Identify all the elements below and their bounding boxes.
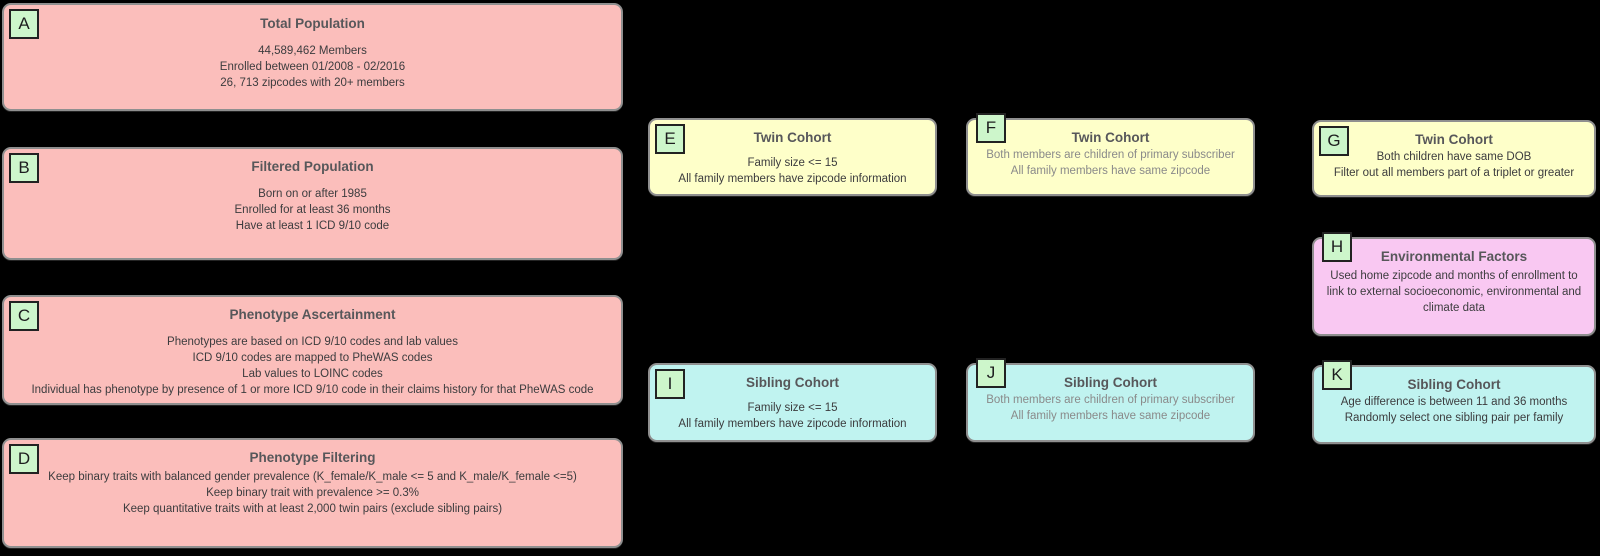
node-line: Filter out all members part of a triplet… bbox=[1333, 167, 1575, 179]
node-tag-i: I bbox=[655, 369, 685, 399]
node-tag-k: K bbox=[1322, 360, 1352, 390]
node-tag-h: H bbox=[1322, 232, 1352, 262]
node-line: Both members are children of primary sub… bbox=[986, 394, 1235, 406]
node-body: Both members are children of primary sub… bbox=[968, 147, 1253, 179]
node-title: Twin Cohort bbox=[1071, 130, 1150, 145]
node-line: Born on or after 1985 bbox=[258, 188, 367, 200]
node-tag-g: G bbox=[1319, 126, 1349, 156]
node-line: All family members have zipcode informat… bbox=[678, 173, 907, 185]
node-twin-cohort-2: F Twin Cohort Both members are children … bbox=[966, 113, 1255, 196]
node-line: Used home zipcode and months of enrollme… bbox=[1326, 270, 1582, 314]
node-tag-f: F bbox=[976, 113, 1006, 143]
node-line: Both children have same DOB bbox=[1376, 151, 1532, 163]
node-body: Born on or after 1985 Enrolled for at le… bbox=[4, 186, 621, 234]
node-tag-b: B bbox=[9, 153, 39, 183]
node-line: Both members are children of primary sub… bbox=[986, 149, 1235, 161]
node-tag-a: A bbox=[9, 9, 39, 39]
node-tag-j: J bbox=[976, 358, 1006, 388]
node-title: Twin Cohort bbox=[753, 130, 832, 145]
node-body: Both children have same DOB Filter out a… bbox=[1314, 149, 1594, 181]
node-title: Sibling Cohort bbox=[1407, 377, 1501, 392]
node-tag-d: D bbox=[9, 444, 39, 474]
node-filtered-population: B Filtered Population Born on or after 1… bbox=[2, 147, 623, 260]
node-line: All family members have same zipcode bbox=[1010, 165, 1211, 177]
node-line: Phenotypes are based on ICD 9/10 codes a… bbox=[167, 336, 458, 348]
node-body: Used home zipcode and months of enrollme… bbox=[1314, 268, 1594, 316]
node-line: Family size <= 15 bbox=[747, 157, 838, 169]
node-tag-c: C bbox=[9, 301, 39, 331]
node-line: ICD 9/10 codes are mapped to PheWAS code… bbox=[192, 352, 433, 364]
node-line: Have at least 1 ICD 9/10 code bbox=[235, 220, 390, 232]
node-title: Sibling Cohort bbox=[1064, 375, 1157, 390]
node-tag-e: E bbox=[655, 124, 685, 154]
node-twin-cohort-1: E Twin Cohort Family size <= 15 All fami… bbox=[648, 118, 937, 196]
node-sibling-cohort-2: J Sibling Cohort Both members are childr… bbox=[966, 358, 1255, 442]
node-body: Family size <= 15 All family members hav… bbox=[650, 400, 935, 432]
node-line: Keep binary traits with balanced gender … bbox=[48, 471, 577, 483]
node-body: Family size <= 15 All family members hav… bbox=[650, 155, 935, 187]
node-line: Keep quantitative traits with at least 2… bbox=[122, 503, 503, 515]
node-body: Phenotypes are based on ICD 9/10 codes a… bbox=[4, 334, 621, 398]
node-body: Age difference is between 11 and 36 mont… bbox=[1314, 394, 1594, 426]
node-line: Enrolled between 01/2008 - 02/2016 bbox=[219, 61, 406, 73]
node-title: Phenotype Ascertainment bbox=[229, 307, 396, 322]
node-body: 44,589,462 Members Enrolled between 01/2… bbox=[4, 43, 621, 91]
node-title: Total Population bbox=[260, 16, 365, 31]
node-body: Both members are children of primary sub… bbox=[968, 392, 1253, 424]
node-phenotype-filtering: D Phenotype Filtering Keep binary traits… bbox=[2, 438, 623, 548]
node-title: Phenotype Filtering bbox=[249, 450, 376, 465]
node-line: Enrolled for at least 36 months bbox=[234, 204, 391, 216]
node-line: All family members have zipcode informat… bbox=[678, 418, 907, 430]
node-phenotype-ascertainment: C Phenotype Ascertainment Phenotypes are… bbox=[2, 295, 623, 405]
node-line: Randomly select one sibling pair per fam… bbox=[1344, 412, 1564, 424]
node-line: 26, 713 zipcodes with 20+ members bbox=[220, 77, 405, 89]
node-twin-cohort-3: G Twin Cohort Both children have same DO… bbox=[1312, 120, 1596, 197]
node-line: Keep binary trait with prevalence >= 0.3… bbox=[206, 487, 419, 499]
node-total-population: A Total Population 44,589,462 Members En… bbox=[2, 3, 623, 111]
node-title: Twin Cohort bbox=[1415, 132, 1493, 147]
node-line: Lab values to LOINC codes bbox=[242, 368, 383, 380]
node-line: Age difference is between 11 and 36 mont… bbox=[1340, 396, 1568, 408]
node-sibling-cohort-3: K Sibling Cohort Age difference is betwe… bbox=[1312, 360, 1596, 444]
node-environmental-factors: H Environmental Factors Used home zipcod… bbox=[1312, 232, 1596, 336]
node-line: Family size <= 15 bbox=[747, 402, 838, 414]
node-body: Keep binary traits with balanced gender … bbox=[4, 469, 621, 517]
node-sibling-cohort-1: I Sibling Cohort Family size <= 15 All f… bbox=[648, 363, 937, 442]
node-title: Environmental Factors bbox=[1380, 249, 1528, 264]
node-line: 44,589,462 Members bbox=[258, 45, 367, 57]
node-title: Filtered Population bbox=[251, 159, 374, 174]
node-title: Sibling Cohort bbox=[746, 375, 839, 390]
node-line: Individual has phenotype by presence of … bbox=[31, 384, 594, 396]
node-line: All family members have same zipcode bbox=[1010, 410, 1211, 422]
